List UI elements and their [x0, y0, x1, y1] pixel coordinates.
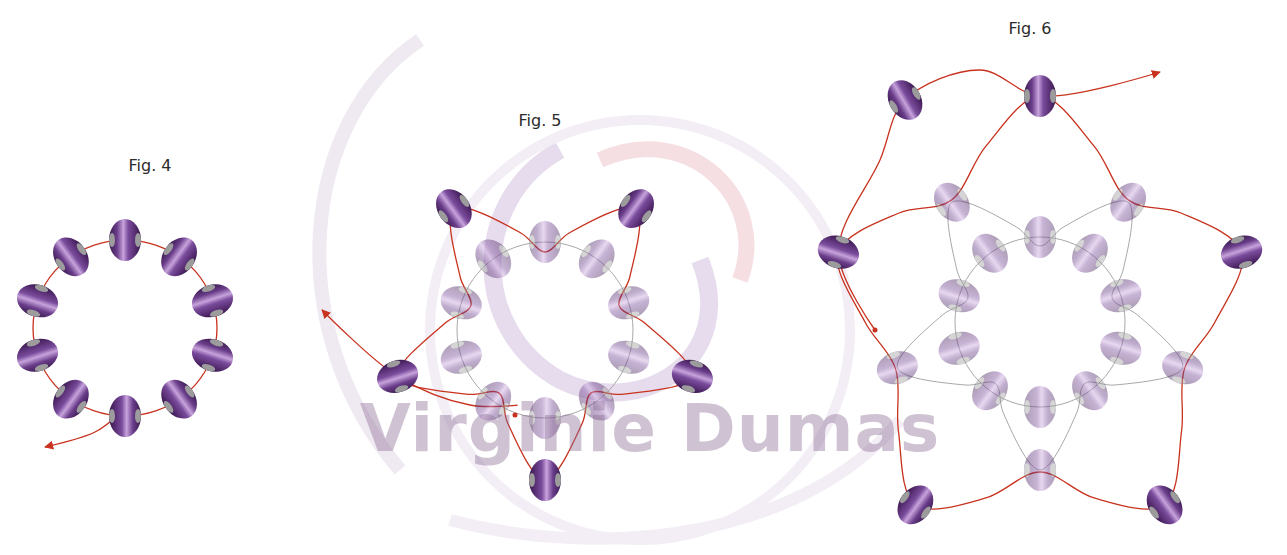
- bead: [1096, 274, 1146, 317]
- figure-label: Fig. 6: [1009, 19, 1052, 38]
- bead: [468, 232, 519, 285]
- bead: [1065, 227, 1116, 280]
- bead: [934, 274, 984, 317]
- bead: [813, 230, 863, 273]
- bead: [436, 281, 486, 324]
- thread: [838, 70, 1160, 330]
- bead: [429, 182, 480, 235]
- bead: [46, 230, 97, 283]
- bead: [109, 395, 141, 437]
- bead: [1065, 364, 1116, 417]
- bead: [1139, 478, 1190, 531]
- start-dot: [873, 328, 878, 333]
- bead: [1096, 327, 1146, 370]
- bead: [1158, 346, 1208, 389]
- bead: [965, 364, 1016, 417]
- bead: [1024, 75, 1056, 117]
- bead: [1103, 176, 1154, 229]
- bead: [154, 230, 205, 283]
- bead: [1217, 230, 1267, 273]
- thread: [33, 240, 217, 416]
- figure-label: Fig. 5: [519, 111, 562, 130]
- bead: [934, 327, 984, 370]
- bead: [1024, 449, 1056, 491]
- bead: [154, 373, 205, 426]
- bead: [881, 74, 930, 126]
- bead: [890, 478, 941, 531]
- thread: [45, 416, 117, 447]
- bead: [571, 232, 622, 285]
- bead: [1024, 386, 1056, 428]
- bead: [13, 279, 63, 322]
- bead: [927, 176, 978, 229]
- bead: [1024, 216, 1056, 258]
- bead: [188, 333, 238, 376]
- bead: [436, 335, 486, 378]
- bead: [604, 335, 654, 378]
- bead: [13, 333, 63, 376]
- bead: [529, 221, 561, 263]
- bead: [604, 281, 654, 324]
- bead: [188, 279, 238, 322]
- watermark-text: Virginie Dumas: [360, 390, 941, 467]
- bead: [109, 219, 141, 261]
- thread: [955, 237, 1125, 407]
- bead: [46, 373, 97, 426]
- bead: [611, 182, 662, 235]
- figure-label: Fig. 4: [129, 156, 172, 175]
- bead: [872, 346, 922, 389]
- bead: [965, 227, 1016, 280]
